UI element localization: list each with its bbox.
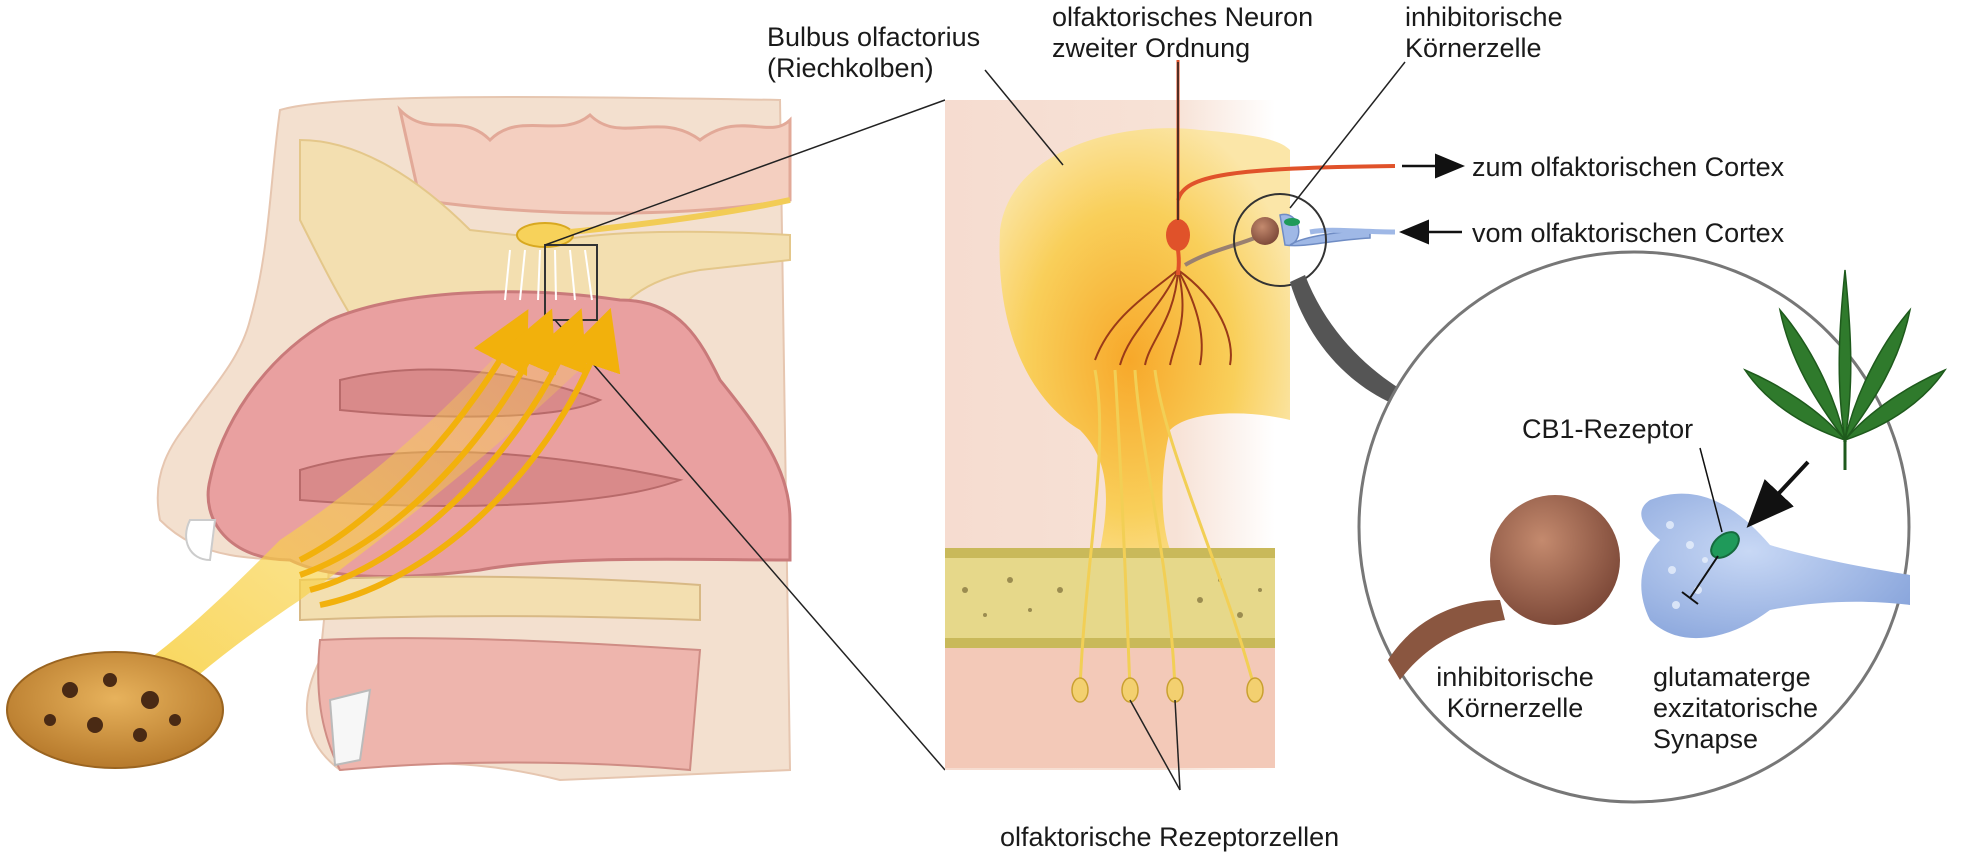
cb1-receptor-large — [1710, 531, 1740, 559]
receptor-cell-bodies — [1071, 677, 1264, 703]
zoomed-bulb-panel — [945, 60, 1396, 770]
olfactory-bulb-small — [516, 222, 574, 248]
olfactory-bulb-large — [999, 128, 1290, 550]
head-cross-section — [6, 96, 946, 782]
olfactory-tract — [569, 197, 791, 235]
olfactory-epithelium — [945, 648, 1275, 768]
label-bulbus-line1: Bulbus olfactorius — [767, 22, 981, 52]
label-glut-line2: exzitatorische — [1653, 693, 1819, 723]
palate-bone — [299, 575, 701, 622]
receptor-fibers-small — [504, 249, 593, 301]
granule-cell-process-large — [1388, 600, 1505, 680]
label-receptor-cells: olfaktorische Rezeptorzellen — [1000, 822, 1340, 852]
granule-cell-small — [1251, 217, 1279, 245]
callout-lines — [984, 61, 1406, 791]
inhibition-bar — [1681, 591, 1699, 605]
cb1-pointer — [1699, 447, 1723, 533]
label-inhib-top-line1: inhibitorische — [1405, 2, 1563, 32]
input-axon — [1309, 227, 1396, 235]
cannabinoid-arrow — [1746, 460, 1810, 528]
label-second-order-neuron: olfaktorisches Neuron zweiter Ordnung — [1052, 2, 1313, 64]
cannabis-leaf-icon — [1742, 269, 1948, 470]
dendritic-tuft — [1094, 269, 1232, 366]
nostril — [185, 519, 217, 562]
glutamatergic-synapse-large — [1641, 493, 1910, 639]
label-neuron-line2: zweiter Ordnung — [1052, 33, 1251, 63]
cribriform-plate — [945, 548, 1275, 648]
zoom-line-top — [544, 99, 946, 246]
output-axon — [1176, 164, 1396, 201]
second-order-neuron-dendrite — [1176, 249, 1181, 276]
tooth — [328, 688, 372, 767]
label-inhib-bottom-line1: inhibitorische — [1436, 662, 1594, 692]
brain-folds — [397, 105, 792, 215]
label-inhibitory-granule-bottom: inhibitorische Körnerzelle — [1425, 662, 1605, 724]
granule-cell-large — [1490, 495, 1620, 625]
label-glut-line1: glutamaterge — [1653, 662, 1811, 692]
zoom-circle-small — [1233, 193, 1327, 287]
label-from-cortex: vom olfaktorischen Cortex — [1472, 218, 1785, 248]
zoom-line-bottom — [554, 319, 946, 771]
inhibition-line — [1689, 555, 1719, 599]
label-inhib-top-line2: Körnerzelle — [1405, 33, 1542, 63]
label-bulbus-line2: (Riechkolben) — [767, 53, 934, 83]
label-neuron-line1: olfaktorisches Neuron — [1052, 2, 1314, 32]
odor-arrows — [298, 307, 621, 608]
synapse-small — [1279, 213, 1371, 247]
label-glut-line3: Synapse — [1653, 724, 1759, 754]
synapse-detail — [1290, 250, 1948, 804]
label-bulbus-olfactorius: Bulbus olfactorius (Riechkolben) — [767, 22, 980, 84]
label-to-cortex: zum olfaktorischen Cortex — [1472, 152, 1785, 182]
label-cb1-receptor: CB1-Rezeptor — [1522, 414, 1694, 444]
cookie-icon — [6, 651, 224, 769]
label-glutamatergic-synapse: glutamaterge exzitatorische Synapse — [1653, 662, 1818, 755]
second-order-neuron-body — [1166, 219, 1190, 251]
receptor-axons — [1078, 369, 1257, 691]
cb1-receptor-small — [1284, 218, 1300, 226]
label-inhib-bottom-line2: Körnerzelle — [1446, 693, 1584, 723]
label-inhibitory-granule-top: inhibitorische Körnerzelle — [1405, 2, 1563, 64]
lower-jaw — [317, 637, 702, 772]
